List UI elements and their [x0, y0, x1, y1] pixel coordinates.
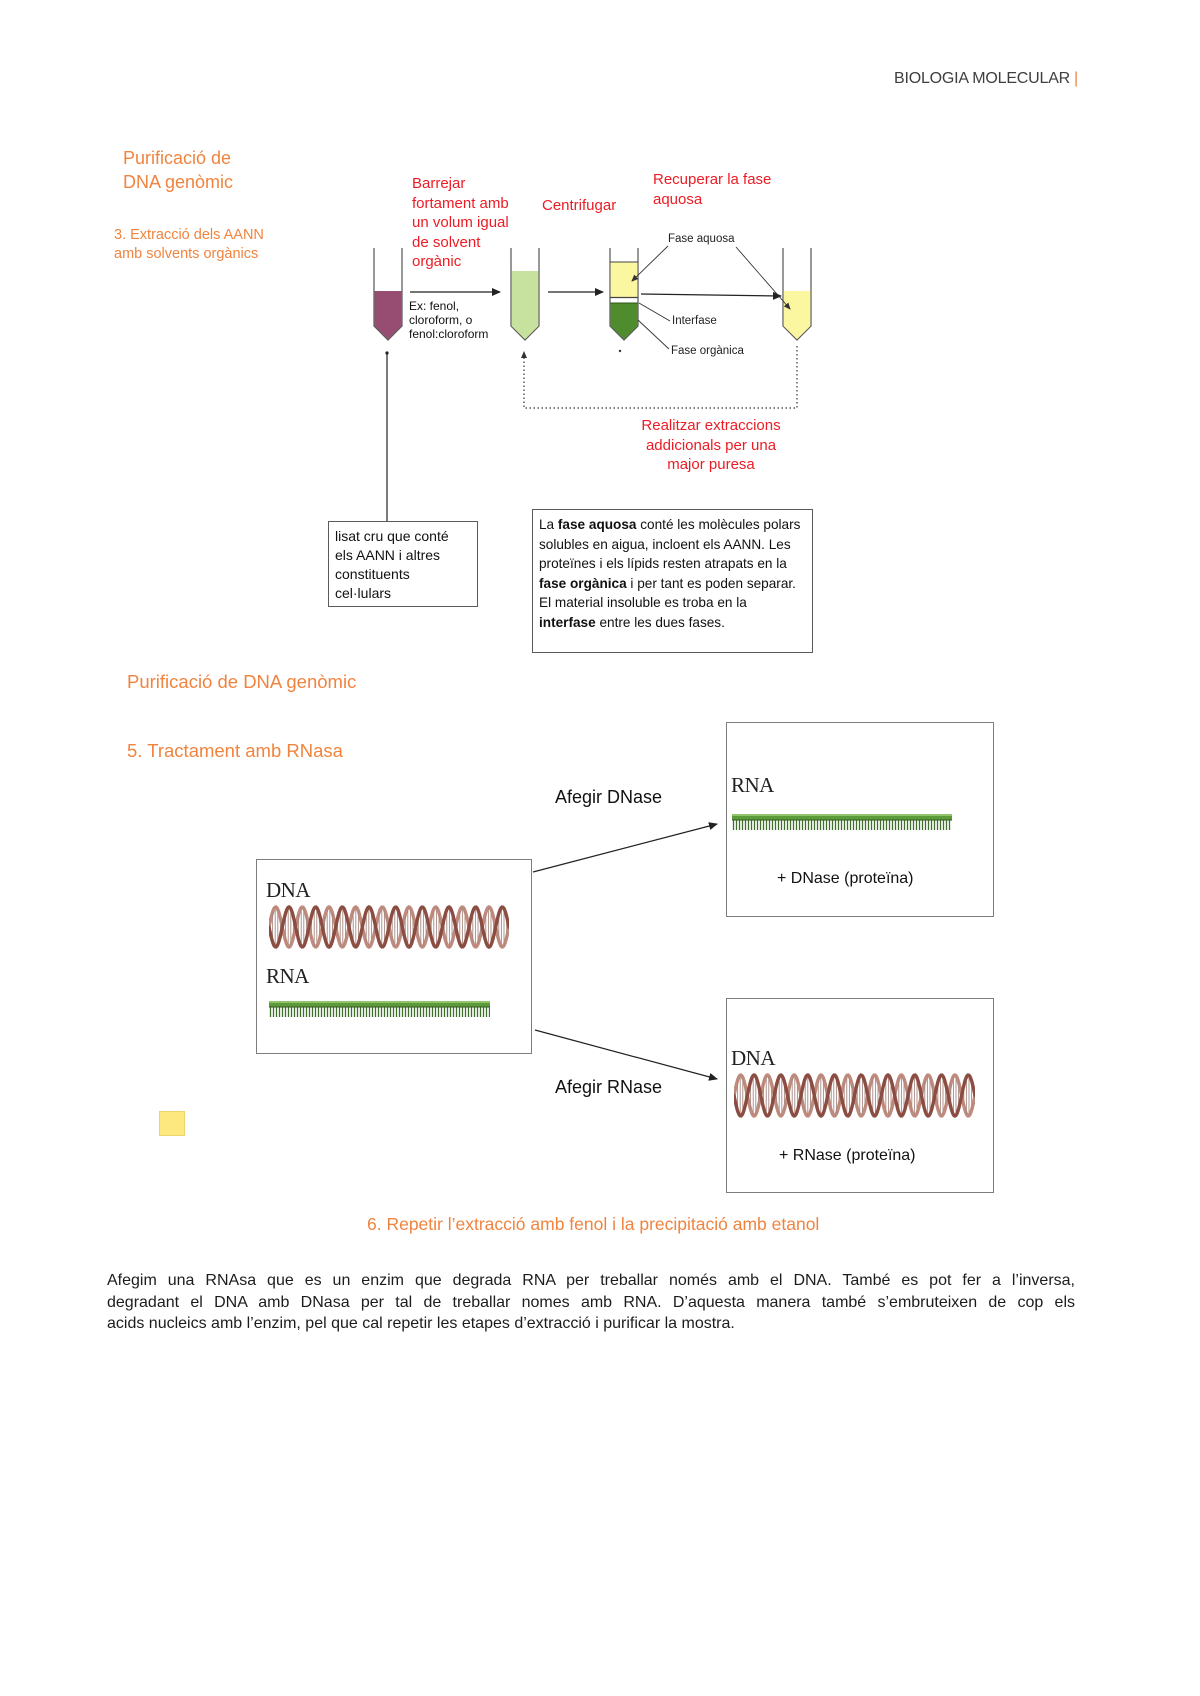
- leader-interphase: [638, 302, 671, 322]
- lysate-box: lisat cru que conté els AANN i altres co…: [328, 521, 478, 607]
- section-title-rnase: Purificació de DNA genòmic: [127, 671, 357, 692]
- repeat-loop-arrow: [521, 346, 798, 409]
- tube-mixed: [510, 248, 540, 341]
- mix-label-line: de solvent: [412, 233, 481, 251]
- rna-strand-image: [732, 814, 952, 830]
- dnase-result-box: RNA + DNase (proteïna): [726, 722, 994, 917]
- arrow-add-rnase: [534, 1029, 718, 1081]
- dna-front-strand: [269, 905, 509, 949]
- centrifuge-label: Centrifugar: [542, 197, 617, 214]
- dnase-caption: + DNase (proteïna): [777, 870, 914, 887]
- lysate-box-line: constituents: [335, 566, 410, 582]
- info-text: La: [539, 517, 558, 532]
- step6-heading: 6. Repetir l’extracció amb fenol i la pr…: [367, 1214, 820, 1234]
- page-header: BIOLOGIA MOLECULAR|: [894, 70, 1078, 88]
- solvent-example-line: Ex: fenol,: [409, 299, 460, 313]
- solvent-example: Ex: fenol, cloroform, o fenol:cloroform: [409, 299, 488, 341]
- rna-strand-image: [269, 1001, 490, 1017]
- solvent-example-line: cloroform, o: [409, 313, 473, 327]
- rna-backbone: [269, 1001, 490, 1007]
- phases-info-box: La fase aquosa conté les molècules polar…: [532, 509, 813, 653]
- tube-aqueous-recovered: [782, 248, 812, 341]
- dna-label: DNA: [731, 1046, 776, 1070]
- header-title: BIOLOGIA MOLECULAR: [894, 70, 1071, 87]
- info-text: i per tant es poden separar. El material…: [539, 575, 796, 611]
- mix-label-line: orgànic: [412, 253, 462, 270]
- recover-label-line: Recuperar la fase: [653, 171, 772, 188]
- lysate-box-line: els AANN i altres: [335, 547, 441, 563]
- paragraph-line: degradant el DNA amb DNasa per tal de tr…: [107, 1293, 1075, 1311]
- recover-label-line: aquosa: [653, 190, 703, 208]
- note-marker: [159, 1111, 185, 1136]
- title-line: DNA genòmic: [123, 172, 234, 192]
- info-text: entre les dues fases.: [595, 614, 725, 630]
- explanation-paragraph: Afegim una RNAsa que es un enzim que deg…: [107, 1270, 1075, 1335]
- step-title-extraction: 3. Extracció dels AANN amb solvents orgà…: [114, 226, 264, 264]
- dna-helix-image: [734, 1073, 975, 1118]
- add-rnase-label: Afegir RNase: [555, 1077, 663, 1097]
- paragraph-line: Afegim una RNAsa que es un enzim que deg…: [107, 1272, 1075, 1289]
- info-text: conté les molècules polars solubles en a…: [539, 517, 801, 571]
- section-title-extraction: Purificació de DNA genòmic: [123, 146, 233, 194]
- step-line: amb solvents orgànics: [114, 246, 259, 262]
- step-line: 3. Extracció dels AANN: [114, 227, 264, 243]
- rnase-caption: + RNase (proteïna): [779, 1147, 916, 1164]
- rna-backbone: [732, 814, 952, 820]
- rna-bases: [269, 1007, 490, 1017]
- repeat-label-line: major puresa: [667, 456, 755, 473]
- phase-label-organic: Fase orgànica: [671, 345, 744, 357]
- repeat-label-line: addicionals per una: [645, 436, 777, 454]
- mix-label-line: fortament amb: [412, 194, 509, 212]
- tube-lysate: [373, 248, 403, 341]
- info-term-aqueous: fase aquosa: [557, 517, 637, 532]
- title-line: Purificació de: [123, 148, 232, 168]
- dot-mark: [618, 349, 622, 353]
- tube-centrifuged: [609, 248, 639, 341]
- leader-organic: [637, 319, 670, 350]
- leader-aqueous-to-tube4: [735, 246, 791, 310]
- step-title-rnase: 5. Tractament amb RNasa: [127, 740, 343, 761]
- arrow-add-dnase: [532, 822, 718, 873]
- add-dnase-label: Afegir DNase: [555, 787, 663, 807]
- dna-helix-image: [269, 905, 509, 949]
- dna-front-strand: [734, 1073, 975, 1118]
- phase-label-aqueous: Fase aquosa: [668, 233, 735, 245]
- leader-aqueous-to-tube3: [631, 245, 669, 282]
- recover-label: Recuperar la fase aquosa: [653, 170, 771, 209]
- rna-label: RNA: [266, 964, 309, 988]
- phase-label-interphase: Interfase: [672, 315, 717, 327]
- solvent-example-line: fenol:cloroform: [409, 327, 489, 341]
- lysate-box-line: cel·lulars: [335, 585, 392, 601]
- mix-label: Barrejar fortament amb un volum igual de…: [412, 174, 509, 272]
- arrow-recover: [640, 291, 782, 300]
- dna-label: DNA: [266, 878, 311, 902]
- lysate-box-line: lisat cru que conté: [335, 528, 449, 544]
- rnase-result-box: DNA + RNase (proteïna): [726, 998, 994, 1193]
- start-sample-box: DNA RNA: [256, 859, 532, 1054]
- repeat-label: Realitzar extraccions addicionals per un…: [601, 416, 821, 475]
- paragraph-line: acids nucleics amb l’enzim, pel que cal …: [107, 1315, 735, 1332]
- rna-label: RNA: [731, 773, 774, 797]
- repeat-label-line: Realitzar extraccions: [641, 417, 781, 434]
- rna-bases: [732, 820, 951, 830]
- header-separator: |: [1074, 70, 1078, 87]
- dna-base-pairs: [734, 1075, 975, 1116]
- info-term-interphase: interfase: [539, 614, 596, 630]
- mix-label-line: Barrejar: [412, 175, 466, 192]
- mix-label-line: un volum igual: [412, 214, 509, 231]
- info-term-organic: fase orgànica: [539, 575, 627, 591]
